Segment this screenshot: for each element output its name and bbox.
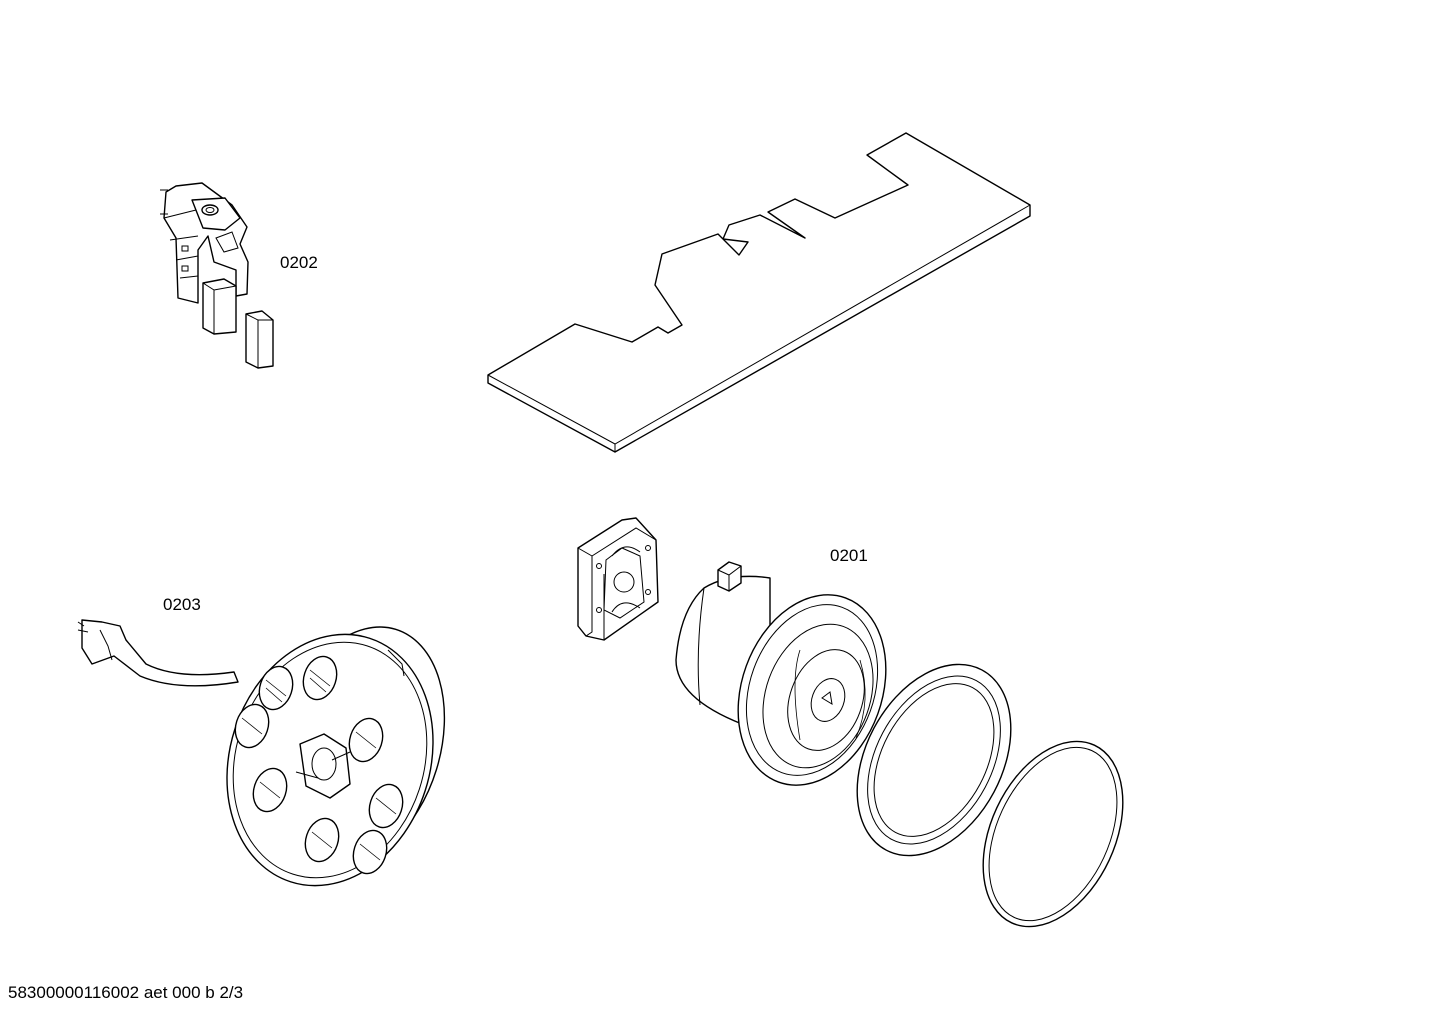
label-0201: 0201 (830, 546, 868, 565)
label-0202: 0202 (280, 253, 318, 272)
switch-assembly-0202 (160, 182, 274, 369)
cable-reel-0203 (77, 619, 446, 887)
sealing-ring (982, 740, 1124, 928)
insulating-plate (487, 132, 1031, 453)
drawing-reference-footer: 58300000116002 aet 000 b 2/3 (8, 983, 244, 1002)
motor-mount-bracket (577, 517, 659, 641)
motor-0201 (675, 561, 887, 786)
label-0203: 0203 (163, 595, 201, 614)
gasket-ring (856, 663, 1012, 857)
